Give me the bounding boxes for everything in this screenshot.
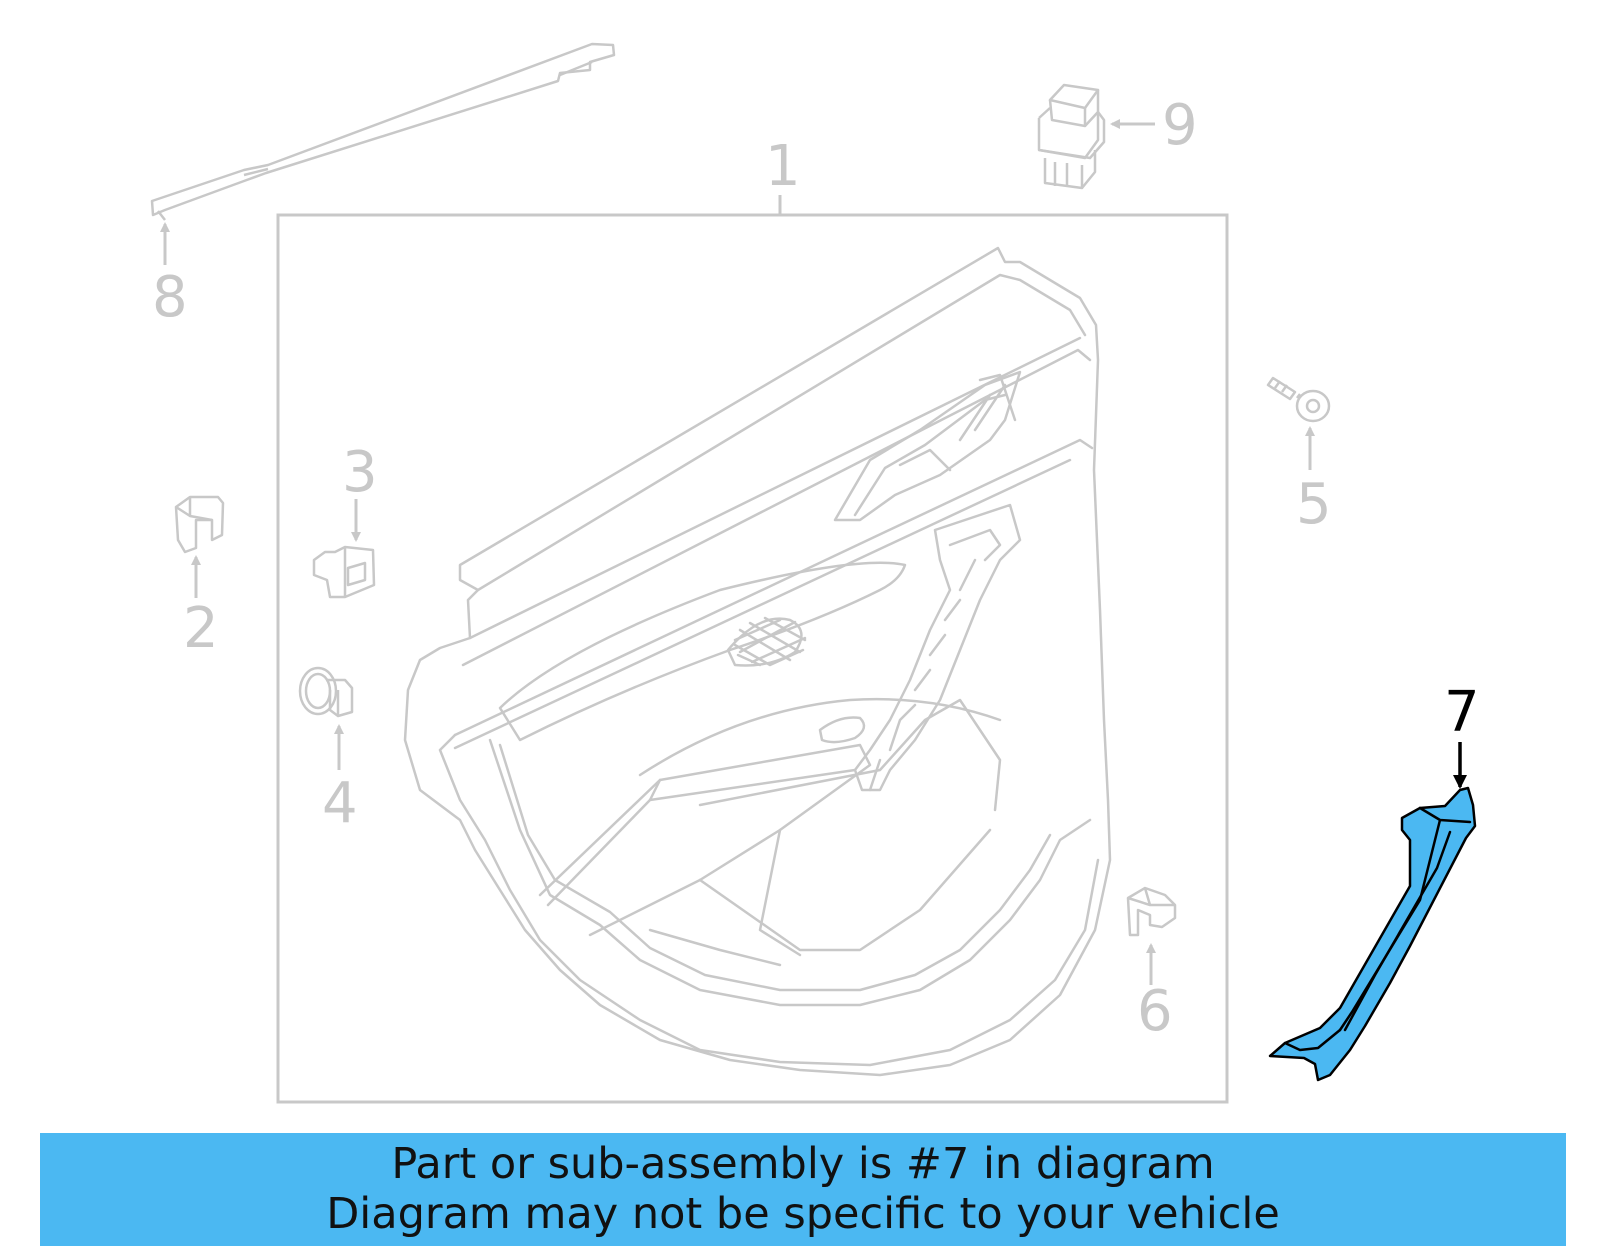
part-8-weatherstrip [150,42,616,221]
part-3-retainer [312,545,376,599]
callout-6: 6 [1137,979,1173,1044]
part-5-screw [1266,376,1331,423]
callout-7: 7 [1444,680,1480,745]
part-7-trim-highlighted [1268,786,1477,1082]
callout-8: 8 [152,265,188,330]
callout-4: 4 [322,771,358,836]
callout-9: 9 [1162,93,1198,158]
part-9-window-switch [1037,83,1106,190]
callout-3: 3 [342,440,378,505]
part-2-clip [174,495,225,554]
callout-1: 1 [765,134,801,199]
part-6-clip [1126,886,1177,937]
part-1-door-trim-panel [403,246,1112,1077]
caption-line-2: Diagram may not be specific to your vehi… [326,1189,1280,1239]
callout-5: 5 [1296,472,1332,537]
part-4-push-pin [298,666,354,718]
callout-2: 2 [183,596,219,661]
info-banner: Part or sub-assembly is #7 in diagram Di… [40,1133,1566,1246]
part-1-assembly-box [276,213,1229,1104]
caption-line-1: Part or sub-assembly is #7 in diagram [391,1139,1215,1189]
